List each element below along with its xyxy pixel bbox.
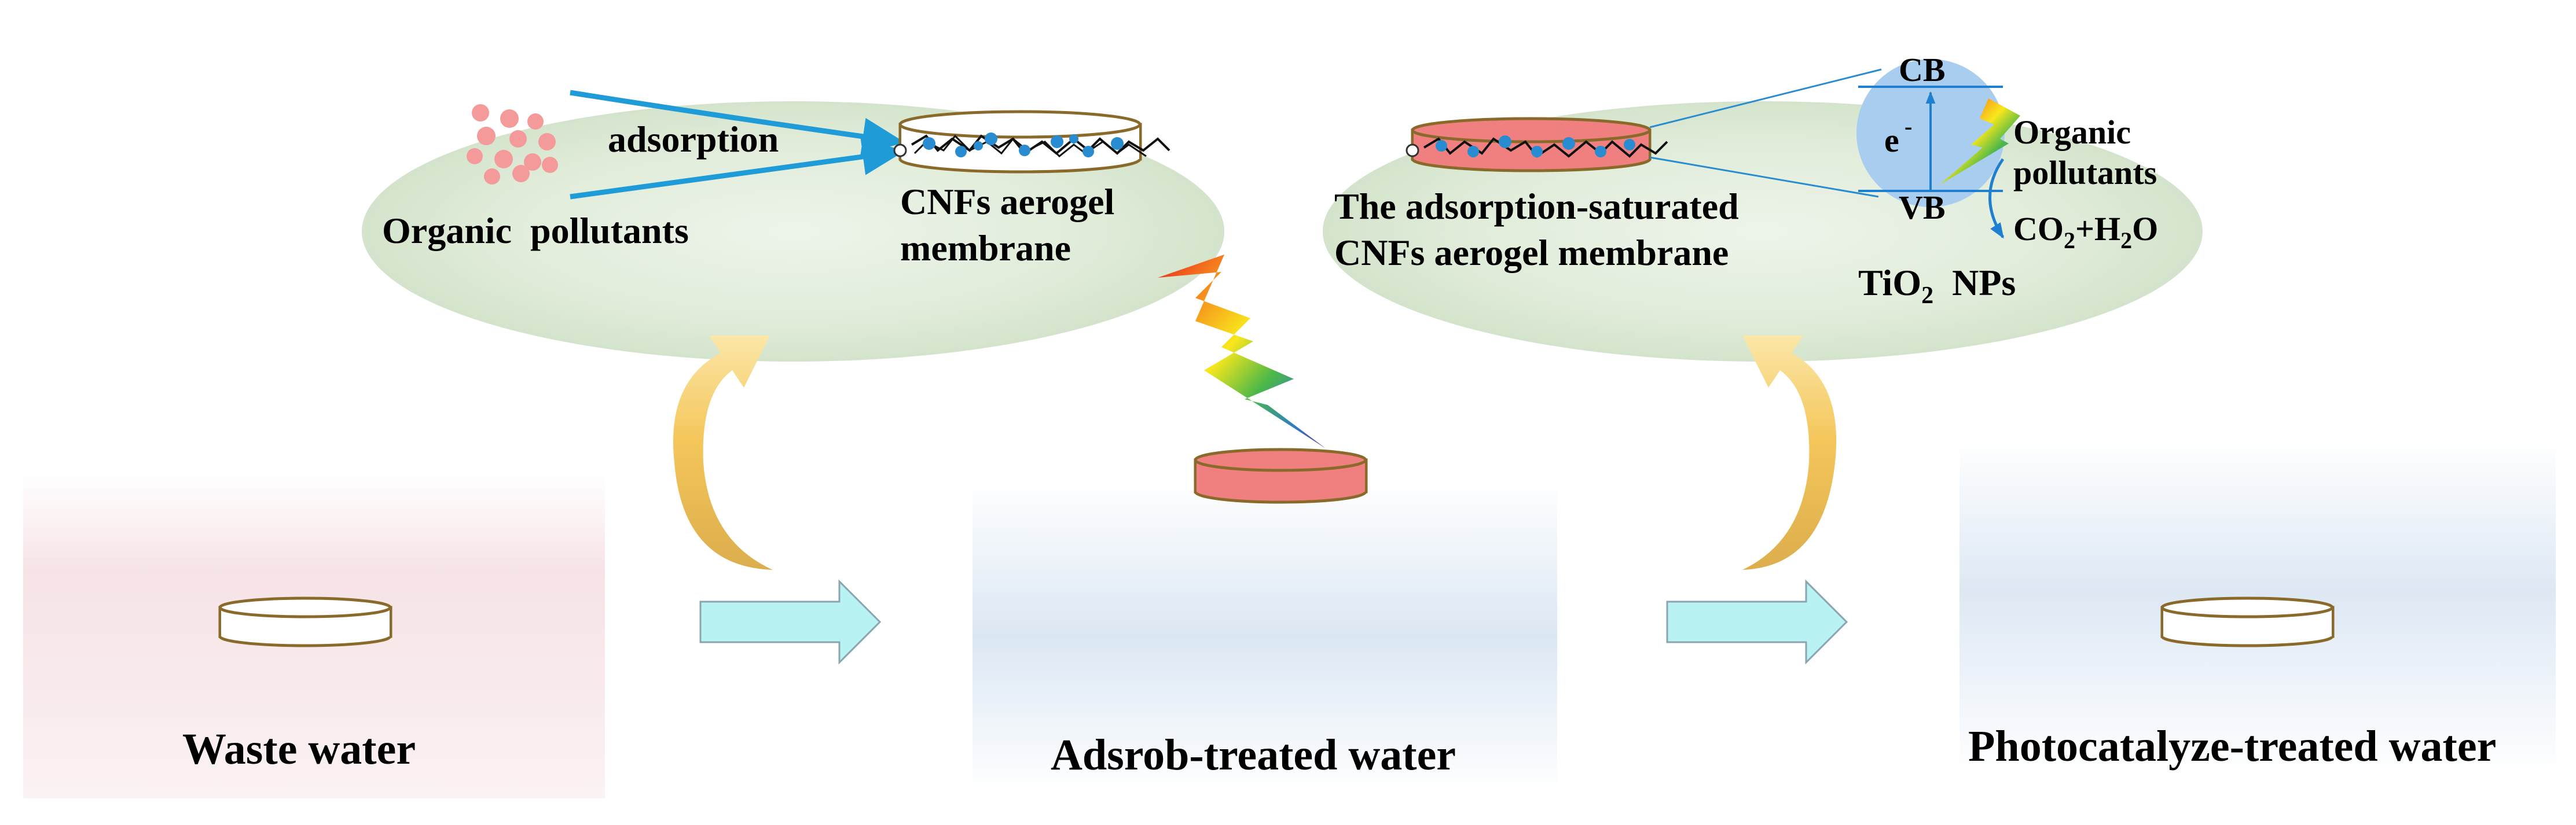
block-arrow-left [699,579,882,665]
red-membrane-middle [1194,448,1368,504]
co2-h2o-label: CO2+H2O [2013,210,2158,253]
pollutant-dots [467,104,558,185]
zoom-line-bottom [1649,156,1879,198]
light-bolt-icon [1158,255,1326,448]
electron-label: e [1884,121,1899,159]
adsorb-treated-label: Adsrob-treated water [1051,731,1456,779]
block-arrow-right [1666,579,1848,665]
vb-label: VB [1899,189,1946,226]
tio2-nps-label: TiO2 NPs [1858,262,2016,309]
saturated-label-line2: CNFs aerogel membrane [1334,232,1729,273]
organic-pollutants-label: Organic pollutants [382,210,689,251]
adsorption-label: adsorption [608,119,779,160]
curved-arrow-left [673,336,773,599]
cnfs-label-line2: membrane [900,227,1071,268]
electron-sup: - [1905,113,1912,139]
adsorb-treated-panel [973,480,1557,793]
photo-treated-label: Photocatalyze-treated water [1968,722,2496,771]
organic-right-line2: pollutants [2013,154,2157,191]
cnfs-label-line1: CNFs aerogel [900,181,1114,222]
saturated-label-line1: The adsorption-saturated [1334,186,1739,227]
cnfs-membrane-left [893,110,1170,174]
adsorption-arrow-top [570,90,905,156]
curved-arrow-right [1742,336,1837,599]
zoom-line-top [1649,68,1882,128]
waste-water-dish [218,596,392,647]
saturated-membrane [1406,117,1668,172]
small-bolt-icon [1939,98,2020,185]
waste-water-label: Waste water [182,725,416,774]
adsorption-arrow-bottom [570,138,905,200]
organic-right-line1: Organic [2013,113,2131,151]
degradation-arrow [1988,158,2005,239]
photo-treated-dish [2160,596,2335,647]
cb-label: CB [1899,51,1946,89]
